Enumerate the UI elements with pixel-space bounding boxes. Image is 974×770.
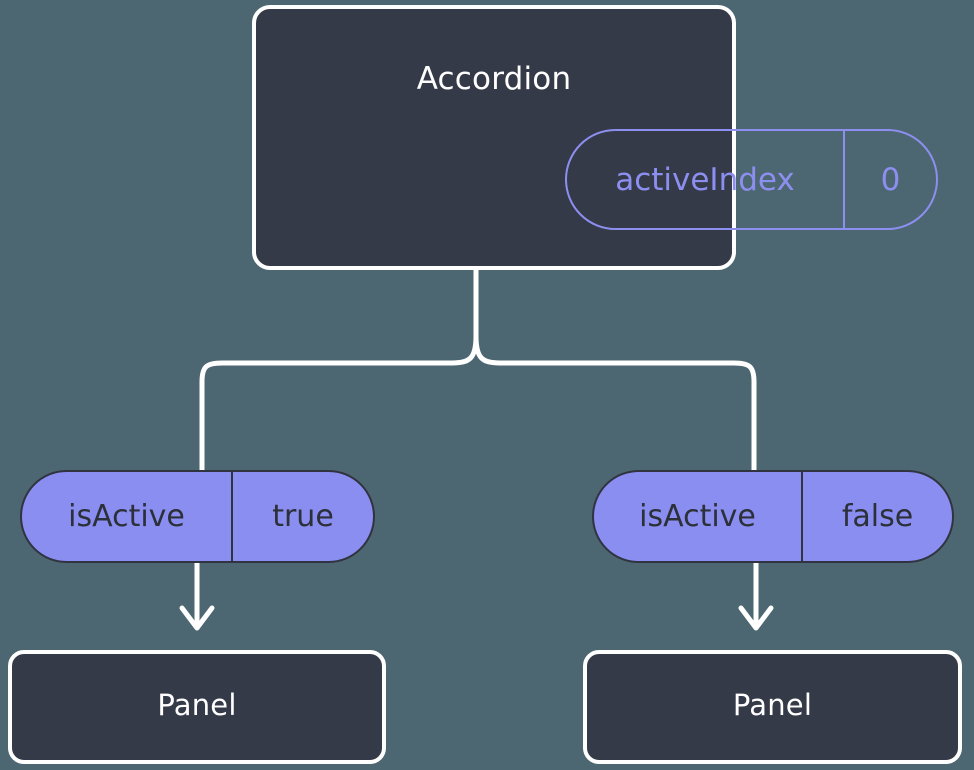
arrowhead-left: [179, 605, 215, 631]
state-pill-value: 0: [880, 161, 901, 198]
node-panel-right-label: Panel: [732, 688, 813, 722]
arrowhead-right: [738, 605, 774, 631]
node-accordion-label: Accordion: [416, 61, 572, 97]
edge-root-to-left-pill: [199, 333, 479, 473]
node-panel-left[interactable]: Panel: [8, 650, 386, 764]
prop-pill-value-right: false: [841, 499, 914, 534]
prop-pill-isactive-false[interactable]: isActive false: [592, 470, 954, 563]
state-pill-activeindex[interactable]: activeIndex 0: [565, 129, 938, 230]
node-accordion[interactable]: Accordion activeIndex 0: [252, 5, 938, 270]
prop-pill-key-right: isActive: [594, 472, 803, 561]
prop-pill-value-left: true: [272, 499, 334, 534]
state-pill-key: activeIndex: [567, 131, 845, 228]
node-panel-right[interactable]: Panel: [583, 650, 962, 764]
prop-pill-key-left: isActive: [22, 472, 233, 561]
prop-pill-isactive-true[interactable]: isActive true: [20, 470, 375, 563]
edge-root-to-right-pill: [473, 333, 757, 473]
node-panel-left-label: Panel: [157, 688, 237, 722]
